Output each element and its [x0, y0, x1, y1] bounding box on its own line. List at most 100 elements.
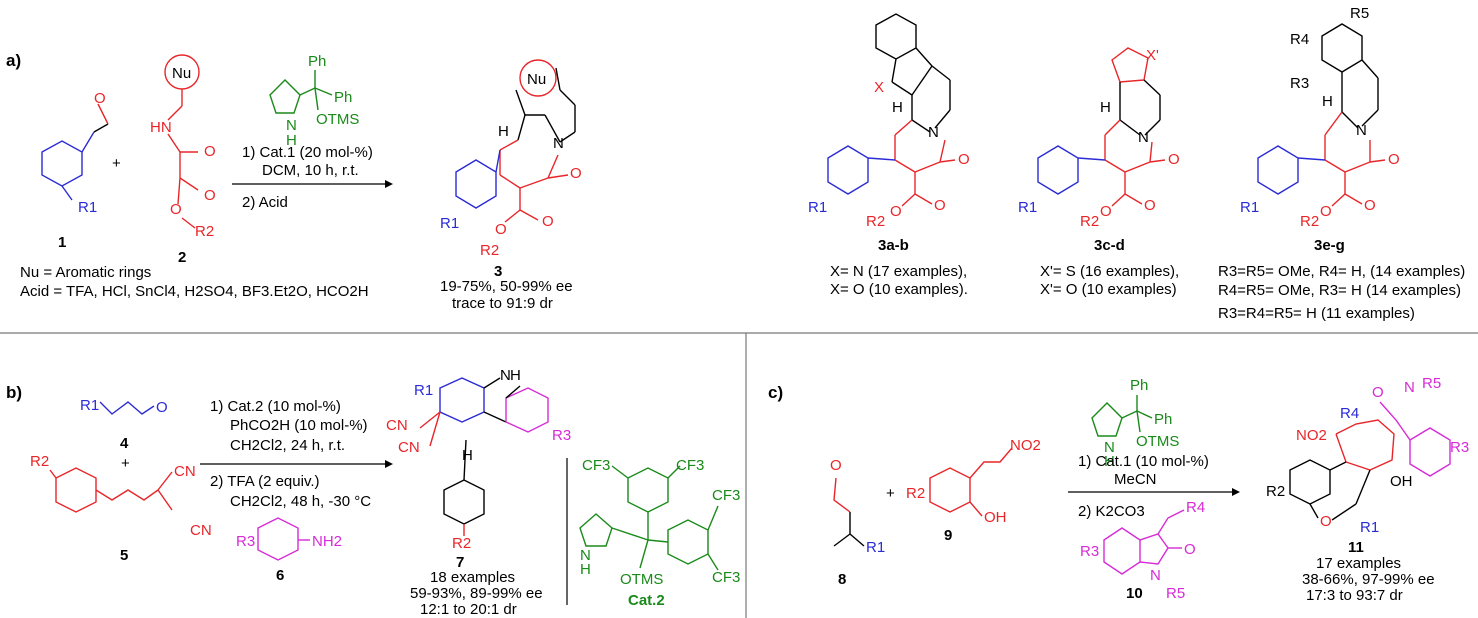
n-3: N — [553, 135, 564, 152]
cn-7a: CN — [386, 417, 408, 434]
cat2-h: H — [580, 561, 591, 578]
compound-3cd-note-2: X'= O (10 examples) — [1040, 281, 1177, 298]
hn-label: HN — [150, 119, 172, 136]
r3-label-11: R3 — [1450, 439, 1469, 456]
panel-b-condition-4: 2) TFA (2 equiv.) — [210, 473, 320, 490]
o-3eg-c: O — [1320, 203, 1332, 220]
n-3ab: N — [928, 124, 939, 141]
cat1c-n: N — [1104, 439, 1115, 456]
x-label: X — [874, 79, 884, 96]
compound-4-label: 4 — [120, 435, 129, 452]
compound-11-dr: 17:3 to 93:7 dr — [1306, 587, 1403, 604]
r1-label-3: R1 — [440, 215, 459, 232]
cat1-ph2: Ph — [334, 89, 352, 106]
compound-3cd-label: 3c-d — [1094, 237, 1125, 254]
compound-2-label: 2 — [178, 249, 186, 266]
o-3cd-c: O — [1100, 203, 1112, 220]
catalyst-2-label: Cat.2 — [628, 592, 665, 609]
o-11-ring: O — [1320, 513, 1332, 530]
compound-10-structure: R3 R4 O N R5 — [1080, 499, 1205, 602]
compound-10-label: 10 — [1126, 585, 1143, 602]
compound-3-yield: 19-75%, 50-99% ee — [440, 278, 573, 295]
n-3cd: N — [1138, 129, 1149, 146]
cn-5a: CN — [174, 463, 196, 480]
compound-9-structure: R2 NO2 OH — [906, 437, 1041, 526]
amide-o: O — [204, 143, 216, 160]
xprime-label: X' — [1146, 47, 1159, 64]
r3-label: R3 — [1290, 75, 1309, 92]
nu-definition: Nu = Aromatic rings — [20, 264, 151, 281]
compound-7-structure: R1 N H R3 CN CN H R2 — [386, 367, 571, 552]
panel-c-condition-2: MeCN — [1114, 471, 1157, 488]
catalyst-2-structure: CF3 CF3 N H CF3 CF3 OTMS — [579, 457, 740, 588]
r5-label-11: R5 — [1422, 375, 1441, 392]
nu-circle-3: Nu — [527, 71, 546, 88]
r2-label-2: R2 — [195, 223, 214, 240]
o-3eg-b: O — [1364, 197, 1376, 214]
r1-3ab: R1 — [808, 199, 827, 216]
cat2-cf3-3: CF3 — [712, 487, 740, 504]
compound-7-examples: 18 examples — [430, 569, 515, 586]
r1-label-8: R1 — [866, 539, 885, 556]
r2-label-11: R2 — [1266, 483, 1285, 500]
compound-6-label: 6 — [276, 567, 284, 584]
cat1-h: H — [286, 132, 297, 149]
r2-3eg: R2 — [1300, 213, 1319, 230]
r1-3cd: R1 — [1018, 199, 1037, 216]
compound-3ab-note-2: X= O (10 examples). — [830, 281, 968, 298]
arrow-c-head — [1232, 488, 1240, 496]
compound-7-yield: 59-93%, 89-99% ee — [410, 585, 543, 602]
nu-circle-1: Nu — [172, 65, 191, 82]
n-11: N — [1404, 379, 1415, 396]
r4-label-11: R4 — [1340, 405, 1359, 422]
cat2-otms: OTMS — [620, 571, 663, 588]
compound-3cd-structure: X' N H O O O R2 R1 — [1018, 47, 1180, 230]
o-8: O — [830, 457, 842, 474]
r3-label-10: R3 — [1080, 543, 1099, 560]
cn-7b: CN — [398, 439, 420, 456]
r1-label-4: R1 — [80, 397, 99, 414]
plus-b: + — [121, 455, 130, 472]
cat1-otms: OTMS — [316, 111, 359, 128]
no2-11: NO2 — [1296, 427, 1327, 444]
nh2-6: NH2 — [312, 533, 342, 550]
arrow-a-head — [385, 180, 393, 188]
r1-3eg: R1 — [1240, 199, 1259, 216]
r1-label-11: R1 — [1360, 519, 1379, 536]
o-10: O — [1184, 541, 1196, 558]
h-3: H — [498, 123, 509, 140]
compound-7-label: 7 — [456, 554, 464, 571]
oh-11: OH — [1390, 473, 1413, 490]
o-3ab-c: O — [890, 203, 902, 220]
panel-c-condition-3: 2) K2CO3 — [1078, 503, 1145, 520]
panel-a-label: a) — [6, 51, 21, 70]
panel-a-condition-2: DCM, 10 h, r.t. — [262, 162, 359, 179]
cat1-ph1: Ph — [308, 53, 326, 70]
compound-3eg-note-2: R4=R5= OMe, R3= H (14 examples) — [1218, 282, 1461, 299]
r2-3cd: R2 — [1080, 213, 1099, 230]
panel-b-condition-3: CH2Cl2, 24 h, r.t. — [230, 437, 345, 454]
cat2-cf3-2: CF3 — [676, 457, 704, 474]
r4-label: R4 — [1290, 31, 1309, 48]
panel-b-condition-5: CH2Cl2, 48 h, -30 °C — [230, 493, 371, 510]
o-3eg-a: O — [1388, 151, 1400, 168]
arrow-b-head — [385, 460, 393, 468]
cat2-n: N — [580, 547, 591, 564]
cn-5b: CN — [190, 522, 212, 539]
compound-2-structure: Nu HN O O O R2 — [150, 54, 216, 240]
compound-11-label: 11 — [1348, 539, 1364, 556]
ester-o2: O — [170, 201, 182, 218]
compound-9-label: 9 — [944, 527, 952, 544]
o-3cd-b: O — [1144, 197, 1156, 214]
compound-3eg-note-1: R3=R5= OMe, R4= H, (14 examples) — [1218, 263, 1465, 280]
r2-label-5: R2 — [30, 453, 49, 470]
o-3ab-b: O — [934, 197, 946, 214]
o-4: O — [156, 399, 168, 416]
compound-5-structure: R2 CN CN — [30, 453, 212, 539]
aldehyde-o: O — [94, 90, 106, 107]
h-3eg: H — [1322, 93, 1333, 110]
compound-3eg-label: 3e-g — [1314, 237, 1345, 254]
compound-3ab-label: 3a-b — [878, 237, 909, 254]
ester-o: O — [204, 187, 216, 204]
